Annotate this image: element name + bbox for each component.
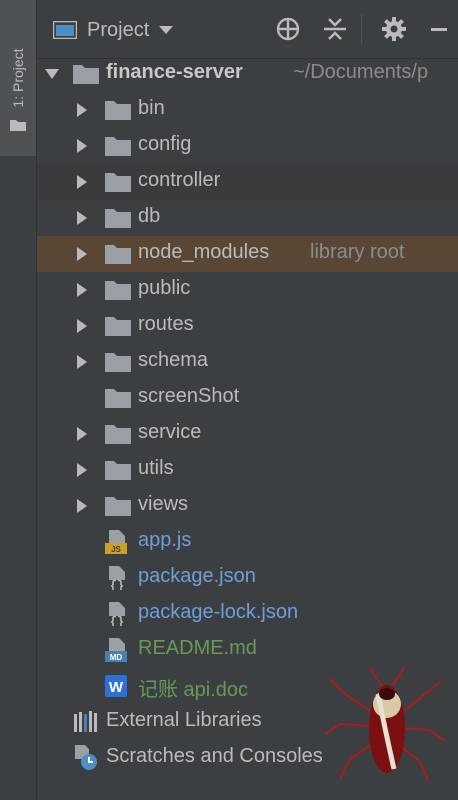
tree-folder-row[interactable]: routes [37,308,458,344]
folder-name: controller [138,169,221,191]
word-doc-icon: W [105,675,127,697]
external-libraries-row[interactable]: External Libraries [37,704,458,740]
collapsed-arrow-icon[interactable] [75,211,89,225]
gear-icon[interactable] [381,16,407,42]
folder-name: views [138,493,189,515]
tree-root-row[interactable]: finance-server ~/Documents/p [37,56,458,92]
tree-folder-row[interactable]: controller [37,164,458,200]
file-name: README.md [138,637,257,659]
file-badge: W [109,679,124,696]
folder-icon [105,389,131,408]
collapse-all-icon[interactable] [322,16,348,42]
tree-file-row[interactable]: JS app.js [37,524,458,560]
folder-name: node_modules [138,241,270,263]
collapsed-arrow-icon[interactable] [75,499,89,513]
folder-icon [105,461,131,480]
json-file-icon: {} [109,602,125,626]
tree-folder-row[interactable]: views [37,488,458,524]
file-name: package-lock.json [138,601,299,623]
collapsed-arrow-icon[interactable] [75,463,89,477]
root-folder-name: finance-server [106,61,243,83]
tree-folder-row[interactable]: screenShot [37,380,458,416]
folder-icon [105,425,131,444]
chevron-down-icon [159,26,174,34]
tree-file-row[interactable]: {} package.json [37,560,458,596]
folder-icon [105,209,131,228]
file-name: 记账 api.doc [138,679,249,701]
project-panel-header: Project [37,0,458,59]
folder-name: config [138,133,192,155]
project-tool-tab-label: 1: Project [10,48,26,108]
file-badge: {} [110,579,124,590]
library-icon [74,711,97,732]
scratches-icon [75,745,97,770]
folder-icon [105,173,131,192]
view-selector-label: Project [87,18,150,41]
folder-icon [10,120,26,131]
tree-file-row[interactable]: MD README.md [37,632,458,668]
folder-icon [73,65,99,84]
folder-icon [105,137,131,156]
folder-icon [105,497,131,516]
minimize-icon[interactable] [429,16,449,42]
file-name: package.json [138,565,256,587]
tree-folder-row[interactable]: db [37,200,458,236]
file-badge: {} [110,615,124,626]
folder-name: utils [138,457,174,479]
folder-name: routes [138,313,194,335]
markdown-file-icon: MD [105,638,127,662]
expanded-arrow-icon[interactable] [45,67,59,81]
folder-name: public [138,277,191,299]
json-file-icon: {} [109,566,125,590]
tree-file-row[interactable]: W 记账 api.doc [37,668,458,704]
tree-folder-row[interactable]: schema [37,344,458,380]
project-panel: Project [37,0,458,800]
folder-name: schema [138,349,209,371]
collapsed-arrow-icon[interactable] [75,103,89,117]
collapsed-arrow-icon[interactable] [75,175,89,189]
folder-name: service [138,421,202,443]
folder-icon [105,101,131,120]
collapsed-arrow-icon[interactable] [75,283,89,297]
file-badge: MD [110,653,123,662]
folder-icon [105,353,131,372]
project-window-icon [53,21,77,39]
folder-name: bin [138,97,165,119]
project-tool-tab[interactable]: 1: Project [0,0,36,156]
tree-folder-row[interactable]: public [37,272,458,308]
folder-icon [105,281,131,300]
tree-folder-row[interactable]: bin [37,92,458,128]
root-folder-path: ~/Documents/p [293,61,429,83]
collapsed-arrow-icon[interactable] [75,247,89,261]
collapsed-arrow-icon[interactable] [75,319,89,333]
folder-icon [105,317,131,336]
tree-folder-row[interactable]: utils [37,452,458,488]
folder-name: db [138,205,161,227]
js-file-icon: JS [105,530,127,554]
scratches-row[interactable]: Scratches and Consoles [37,740,458,776]
tree-folder-row[interactable]: service [37,416,458,452]
file-badge: JS [111,545,121,554]
external-libraries-label: External Libraries [106,709,262,731]
tree-folder-row-library[interactable]: node_modules library root [37,236,458,272]
locate-target-icon[interactable] [275,16,301,42]
tree-folder-row[interactable]: config [37,128,458,164]
cockroach-decoration-icon [324,667,445,781]
header-divider [361,14,362,44]
collapsed-arrow-icon[interactable] [75,355,89,369]
library-root-note: library root [310,241,405,263]
collapsed-arrow-icon[interactable] [75,427,89,441]
scratches-label: Scratches and Consoles [106,745,323,767]
folder-name: screenShot [138,385,240,407]
file-name: app.js [138,529,192,551]
tool-window-strip: 1: Project [0,0,37,800]
collapsed-arrow-icon[interactable] [75,139,89,153]
tree-file-row[interactable]: {} package-lock.json [37,596,458,632]
folder-icon [105,245,131,264]
view-selector[interactable]: Project [53,15,174,45]
